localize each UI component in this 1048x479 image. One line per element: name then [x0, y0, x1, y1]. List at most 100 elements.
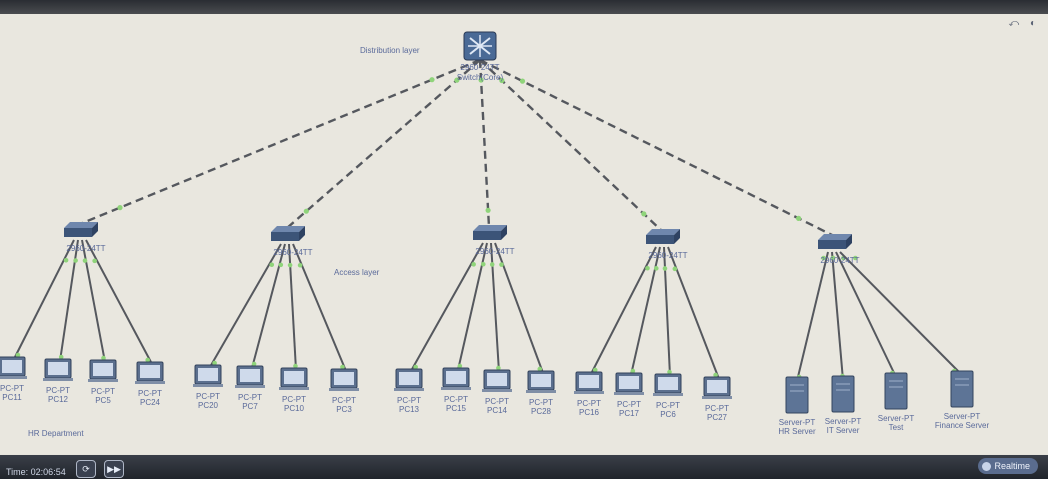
- link-led: [454, 77, 460, 83]
- pc-type-label: PC-PT: [485, 397, 509, 406]
- time-display: Time: 02:06:54: [6, 467, 66, 477]
- pc-name-label: PC12: [47, 395, 68, 404]
- link-led: [853, 255, 858, 261]
- pc-type-label: PC-PT: [138, 389, 162, 398]
- uplink-2: [286, 59, 481, 229]
- link-led: [429, 77, 435, 83]
- link-led: [340, 364, 345, 370]
- link-led: [471, 262, 476, 267]
- pc-type-label: PC-PT: [0, 384, 24, 393]
- link-led: [653, 266, 659, 271]
- access-link: [590, 246, 657, 375]
- fast-forward-button[interactable]: ▶▶: [104, 460, 124, 478]
- pc-name-label: PC27: [706, 413, 727, 422]
- pc-type-label: PC-PT: [656, 401, 680, 410]
- access-switch-model: 2960-24TT: [648, 251, 688, 260]
- pc-name-label: PC11: [2, 393, 22, 402]
- power-cycle-button[interactable]: ⟳: [76, 460, 96, 478]
- link-led: [82, 258, 88, 263]
- server-type-label: Server-PT: [943, 412, 981, 421]
- realtime-mode-button[interactable]: Realtime: [978, 458, 1038, 474]
- realtime-label: Realtime: [994, 461, 1030, 471]
- pc-icon: [574, 371, 604, 394]
- link-led: [496, 365, 501, 371]
- server-link: [796, 251, 829, 382]
- access-switch-icon: [473, 225, 507, 240]
- toolbar-icons[interactable]: ⤺ ◐: [1008, 18, 1040, 29]
- link-led: [287, 262, 293, 268]
- access-switch-model: 2960-24TT: [273, 248, 313, 257]
- logical-workspace[interactable]: [0, 14, 1048, 454]
- pc-icon: [88, 359, 118, 382]
- server-name-label: IT Server: [826, 426, 860, 435]
- server-link: [839, 251, 963, 376]
- clock-icon: [982, 462, 992, 472]
- link-led: [413, 364, 418, 370]
- pc-type-label: PC-PT: [91, 387, 115, 396]
- pc-icon: [702, 376, 732, 399]
- access-link: [209, 243, 282, 368]
- pc-name-label: PC20: [197, 401, 218, 410]
- link-led: [830, 255, 836, 261]
- title-bar: [0, 0, 1048, 14]
- server-link: [835, 251, 897, 378]
- link-led: [672, 266, 678, 272]
- access-link: [81, 239, 106, 363]
- pc-type-label: PC-PT: [46, 386, 70, 395]
- pc-type-label: PC-PT: [282, 395, 306, 404]
- link-led: [796, 215, 802, 221]
- pc-type-label: PC-PT: [617, 400, 641, 409]
- pc-icon: [329, 368, 359, 391]
- pc-name-label: PC7: [242, 402, 258, 411]
- server-type-label: Server-PT: [778, 418, 816, 427]
- link-led: [117, 205, 123, 211]
- link-led: [63, 257, 69, 263]
- access-switch-icon: [271, 226, 305, 241]
- access-switch-model: 2960-24TT: [820, 256, 860, 265]
- pc-type-label: PC-PT: [577, 399, 601, 408]
- uplink-3: [478, 59, 491, 228]
- access-link: [85, 239, 153, 365]
- link-led: [303, 208, 309, 214]
- link-led: [645, 265, 650, 271]
- core-switch-name: Switch(Core): [456, 73, 504, 82]
- link-led: [269, 262, 275, 268]
- pc-name-label: PC24: [139, 398, 160, 407]
- access-link: [59, 239, 79, 362]
- link-led: [662, 266, 668, 271]
- pc-name-label: PC15: [445, 404, 466, 413]
- pc-name-label: PC13: [398, 405, 419, 414]
- pc-icon: [235, 365, 265, 388]
- link-led: [641, 211, 647, 217]
- pc-icon: [482, 369, 512, 392]
- link-led: [58, 354, 64, 360]
- pc-icon: [193, 364, 223, 387]
- link-led: [251, 361, 257, 367]
- pc-type-label: PC-PT: [529, 398, 553, 407]
- access-link: [13, 239, 75, 360]
- link-led: [821, 255, 826, 261]
- pc-icon: [43, 358, 73, 381]
- link-led: [101, 355, 106, 361]
- link-led: [478, 77, 484, 83]
- pc-name-label: PC17: [618, 409, 639, 418]
- server-link: [831, 251, 844, 381]
- link-led: [537, 366, 543, 372]
- access-link: [292, 243, 347, 372]
- link-led: [15, 352, 21, 358]
- link-led: [278, 262, 284, 268]
- uplink-4: [479, 59, 663, 232]
- pc-icon: [0, 356, 27, 379]
- uplink-5: [479, 58, 835, 238]
- link-led: [630, 368, 636, 374]
- link-led: [499, 262, 504, 267]
- pc-type-label: PC-PT: [705, 404, 729, 413]
- access-link: [251, 243, 286, 369]
- pc-name-label: PC28: [530, 407, 551, 416]
- link-led: [667, 369, 672, 375]
- access-layer-label: Access layer: [334, 268, 380, 277]
- status-bar: Time: 02:06:54 ⟳ ▶▶ Realtime: [0, 455, 1048, 479]
- link-led: [457, 363, 463, 369]
